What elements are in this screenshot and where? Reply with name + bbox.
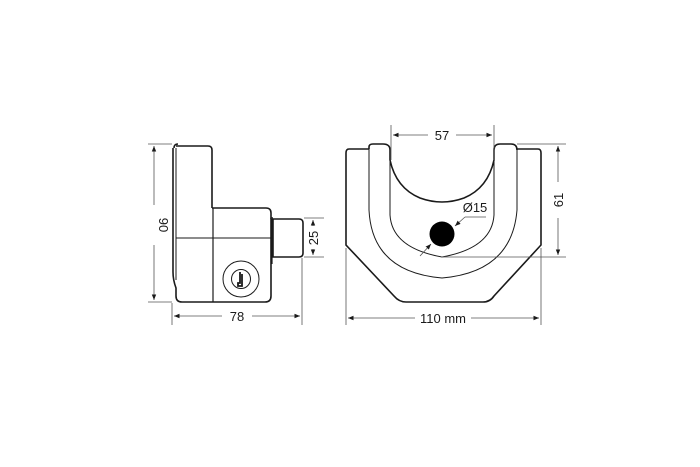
hole-diameter-label: Ø15 (463, 200, 488, 215)
keyhole-icon (222, 260, 260, 298)
side-dimensions (148, 143, 324, 325)
side-view (172, 143, 304, 303)
side-cylinder (272, 218, 304, 258)
front-dimensions (345, 125, 566, 325)
side-width-label: 78 (230, 309, 244, 324)
front-width-label: 110 mm (420, 311, 466, 326)
cylinder-diameter-label: 25 (306, 231, 321, 245)
side-front-plate (176, 145, 213, 208)
front-height-label: 61 (551, 193, 566, 207)
opening-width-label: 57 (435, 128, 449, 143)
side-housing (212, 207, 273, 219)
front-view (345, 143, 542, 303)
mounting-hole (429, 221, 455, 247)
side-height-label: 90 (156, 218, 171, 232)
front-outer-body (345, 148, 542, 303)
